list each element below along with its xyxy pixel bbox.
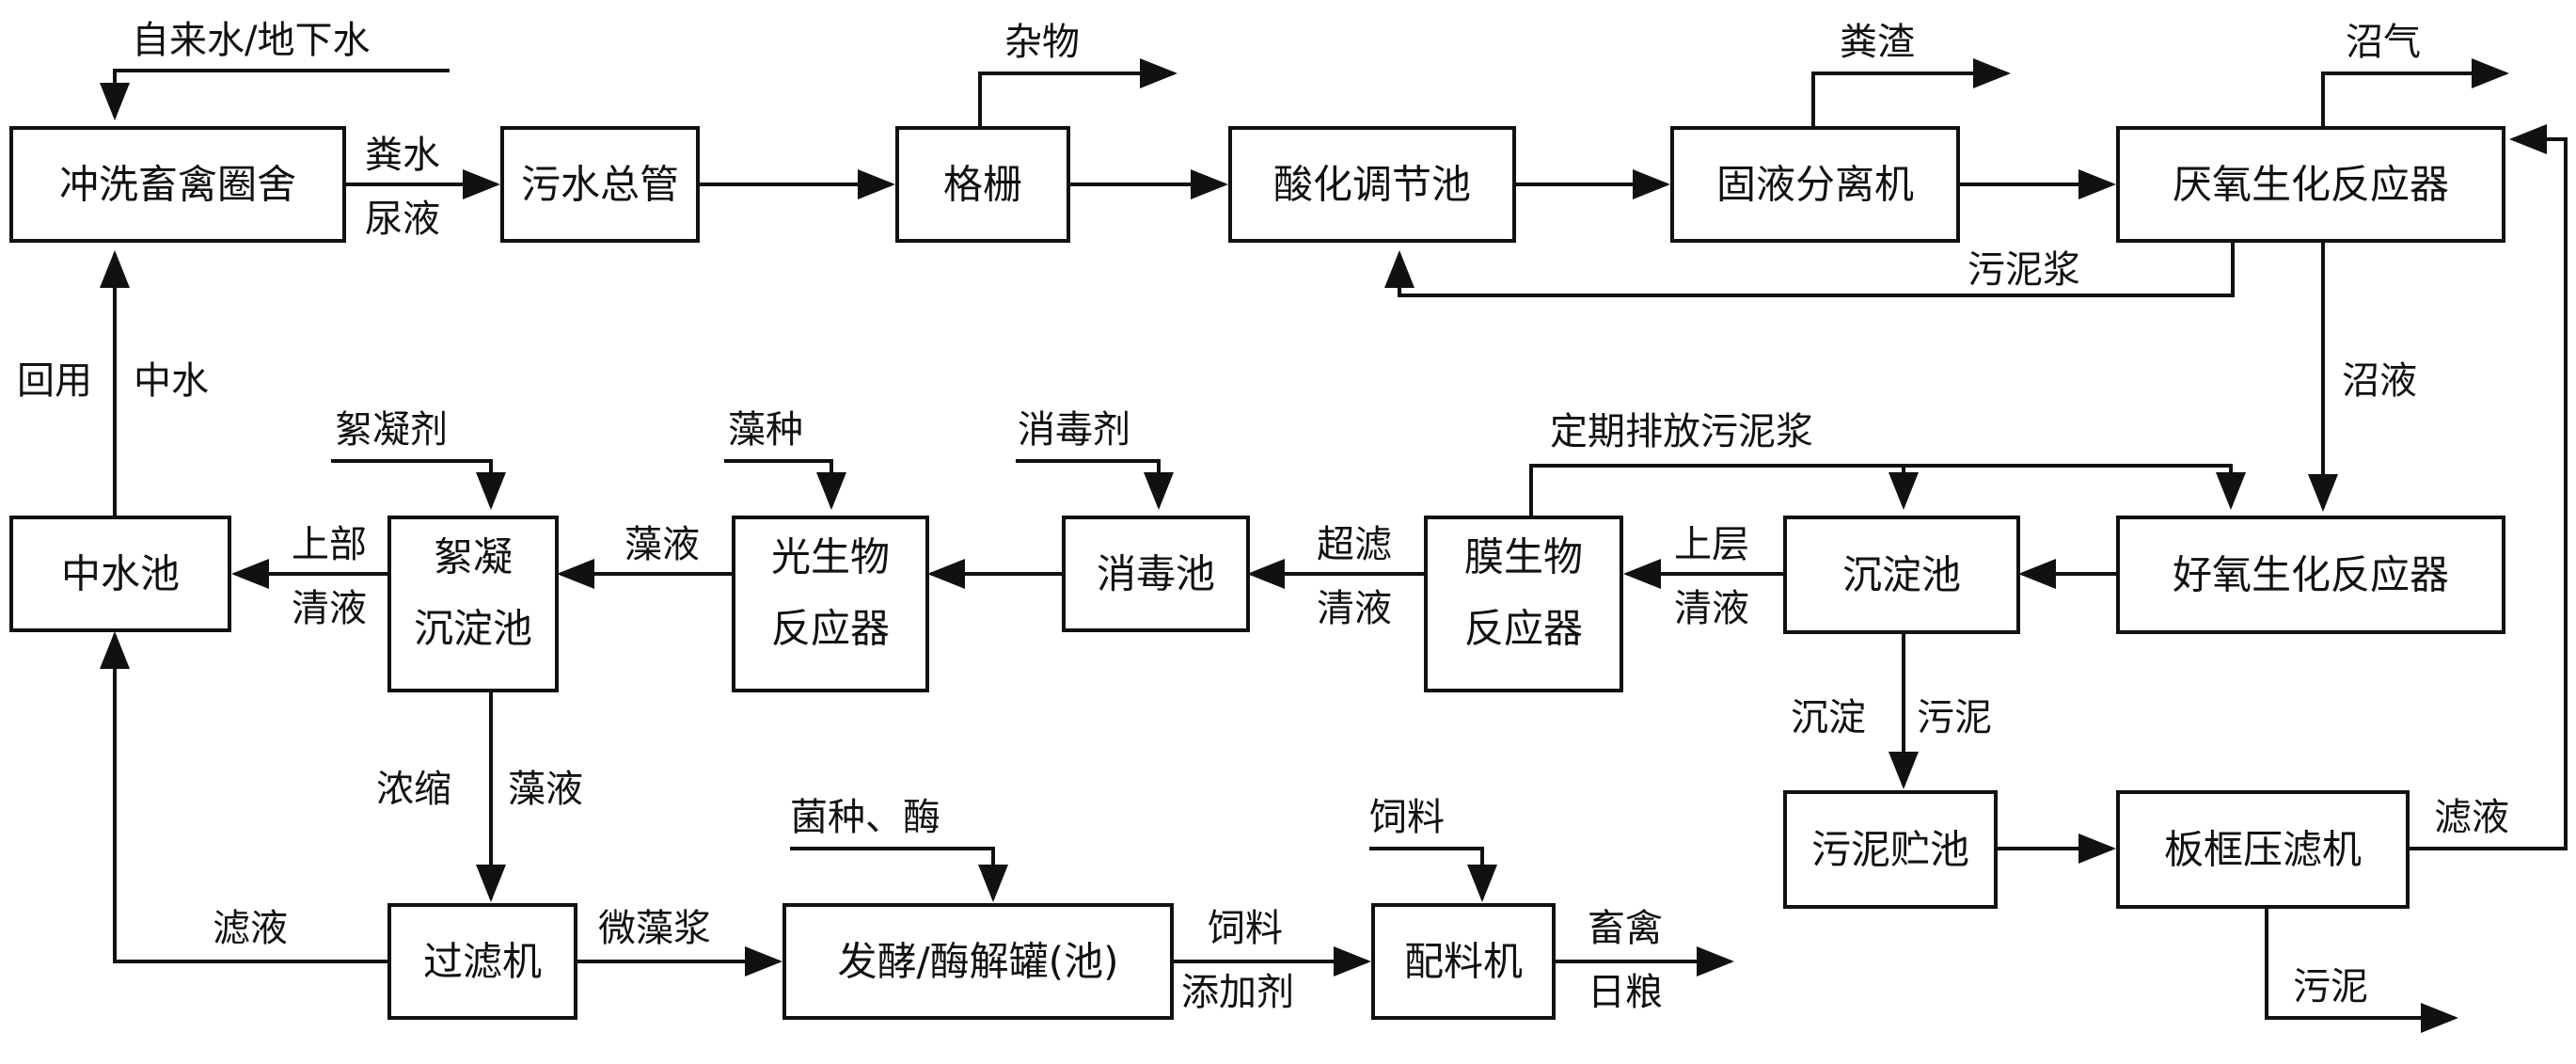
- label-algae-liquid-2: 藻液: [508, 768, 583, 811]
- box-sewage-main: 污水总管: [500, 126, 700, 243]
- box-membrane-bioreactor-label-2: 反应器: [1464, 606, 1583, 652]
- box-flocculation-tank: 絮凝 沉淀池: [387, 516, 559, 692]
- box-membrane-bioreactor-label-1: 膜生物: [1464, 534, 1583, 580]
- arrow-residue: [1811, 58, 2011, 128]
- label-filtrate-1: 滤液: [213, 907, 288, 950]
- label-bacteria-enzyme: 菌种、酶: [790, 796, 940, 839]
- arrow-flocculant: [331, 459, 506, 510]
- box-anaerobic-reactor-label: 厌氧生化反应器: [2173, 162, 2449, 208]
- label-clear-liquid-3: 清液: [1674, 587, 1749, 630]
- box-photobioreactor-label-1: 光生物: [771, 534, 890, 580]
- arrow-bacteria-enzyme: [790, 847, 1008, 902]
- box-sludge-storage-label: 污泥贮池: [1811, 827, 1969, 873]
- box-rinse-barn: 冲洗畜禽圈舍: [9, 126, 346, 243]
- label-feed-2: 饲料: [1369, 796, 1445, 839]
- box-rinse-barn-label: 冲洗畜禽圈舍: [59, 162, 296, 208]
- arrow-tap-water: [100, 69, 450, 120]
- label-clear-liquid-1: 清液: [292, 587, 367, 630]
- box-aerobic-reactor-label: 好氧生化反应器: [2173, 552, 2449, 598]
- label-debris: 杂物: [1004, 21, 1080, 64]
- box-fermentation-tank-label: 发酵/酶解罐(池): [838, 939, 1119, 985]
- label-tap-water: 自来水/地下水: [132, 19, 370, 62]
- label-microalgae-slurry: 微藻浆: [598, 907, 711, 950]
- label-manure-water: 粪水: [365, 134, 440, 177]
- label-reuse: 回用: [17, 359, 92, 403]
- label-sludge-1: 污泥: [1917, 696, 1992, 739]
- label-concentrate: 浓缩: [376, 768, 451, 811]
- label-manure-residue: 粪渣: [1840, 21, 1915, 64]
- box-batching-machine-label: 配料机: [1404, 939, 1523, 985]
- label-daily-ration: 日粮: [1588, 971, 1663, 1014]
- label-urine: 尿液: [365, 198, 440, 241]
- box-disinfection-tank-label: 消毒池: [1097, 551, 1215, 597]
- box-sewage-main-label: 污水总管: [521, 162, 679, 208]
- connectors: [100, 58, 2568, 1033]
- arrow-filtrate-b16-b7: [100, 631, 389, 963]
- label-upper: 上部: [292, 523, 367, 566]
- label-sediment: 沉淀: [1791, 696, 1866, 739]
- arrow-disinfectant: [1016, 459, 1174, 510]
- label-flocculant: 絮凝剂: [335, 408, 448, 452]
- label-clear-liquid-2: 清液: [1317, 587, 1392, 630]
- arrow-biogas: [2321, 58, 2509, 128]
- box-reclaimed-water-tank-label: 中水池: [61, 551, 180, 597]
- box-membrane-bioreactor: 膜生物 反应器: [1424, 516, 1623, 692]
- box-acidification-tank: 酸化调节池: [1228, 126, 1516, 243]
- box-acidification-tank-label: 酸化调节池: [1273, 162, 1471, 208]
- arrow-sludge-recycle: [1384, 241, 2235, 297]
- arrow-debris: [978, 58, 1177, 128]
- box-fermentation-tank: 发酵/酶解罐(池): [782, 903, 1174, 1020]
- arrow-feed-input: [1369, 847, 1497, 902]
- box-sedimentation-tank-label: 沉淀池: [1842, 552, 1961, 598]
- box-photobioreactor: 光生物 反应器: [732, 516, 929, 692]
- arrow-periodic-discharge-b13: [1529, 464, 2246, 517]
- box-filter: 过滤机: [387, 903, 577, 1020]
- box-plate-frame-filter-press-label: 板框压滤机: [2164, 827, 2362, 873]
- box-plate-frame-filter-press: 板框压滤机: [2116, 790, 2410, 909]
- box-sludge-storage: 污泥贮池: [1783, 790, 1998, 909]
- label-sludge-2: 污泥: [2293, 965, 2368, 1008]
- box-aerobic-reactor: 好氧生化反应器: [2116, 516, 2505, 634]
- box-flocculation-tank-label-1: 絮凝: [434, 534, 513, 580]
- label-biogas-liquid: 沼液: [2342, 359, 2417, 403]
- box-grille-label: 格栅: [943, 162, 1022, 208]
- label-upper-layer: 上层: [1674, 523, 1749, 566]
- box-batching-machine: 配料机: [1371, 903, 1556, 1020]
- flow-labels: 自来水/地下水 粪水 尿液 杂物 粪渣 沼气 污泥浆 沼液 定期排放污泥浆 回用…: [17, 19, 2509, 1014]
- box-solid-liquid-separator-label: 固液分离机: [1716, 162, 1914, 208]
- box-solid-liquid-separator: 固液分离机: [1670, 126, 1960, 243]
- arrow-sludge-out: [2265, 905, 2458, 1033]
- label-livestock: 畜禽: [1588, 907, 1663, 950]
- box-flocculation-tank-label-2: 沉淀池: [414, 606, 532, 652]
- label-sludge-slurry: 污泥浆: [1968, 248, 2080, 292]
- box-filter-label: 过滤机: [423, 939, 542, 985]
- label-ultrafiltration: 超滤: [1317, 523, 1392, 566]
- box-sedimentation-tank: 沉淀池: [1783, 516, 2020, 634]
- label-algae-liquid: 藻液: [624, 523, 700, 566]
- label-additive: 添加剂: [1181, 971, 1294, 1014]
- box-photobioreactor-label-2: 反应器: [771, 606, 890, 652]
- label-filtrate-2: 滤液: [2434, 796, 2509, 839]
- label-periodic-discharge: 定期排放污泥浆: [1550, 410, 1813, 453]
- label-reclaimed-water: 中水: [134, 359, 209, 403]
- arrow-algae-seed: [724, 459, 846, 510]
- arrow-filtrate-b15-b6: [2408, 124, 2568, 850]
- process-boxes: 冲洗畜禽圈舍 污水总管 格栅 酸化调节池 固液分离机 厌氧生化反应器 中水池: [9, 126, 2505, 1020]
- label-feed-1: 饲料: [1208, 907, 1283, 950]
- label-disinfectant: 消毒剂: [1018, 408, 1130, 452]
- box-anaerobic-reactor: 厌氧生化反应器: [2116, 126, 2505, 243]
- box-disinfection-tank: 消毒池: [1062, 516, 1250, 632]
- label-biogas: 沼气: [2346, 21, 2421, 64]
- box-reclaimed-water-tank: 中水池: [9, 516, 231, 632]
- box-grille: 格栅: [895, 126, 1070, 243]
- label-algae-seed: 藻种: [728, 408, 803, 452]
